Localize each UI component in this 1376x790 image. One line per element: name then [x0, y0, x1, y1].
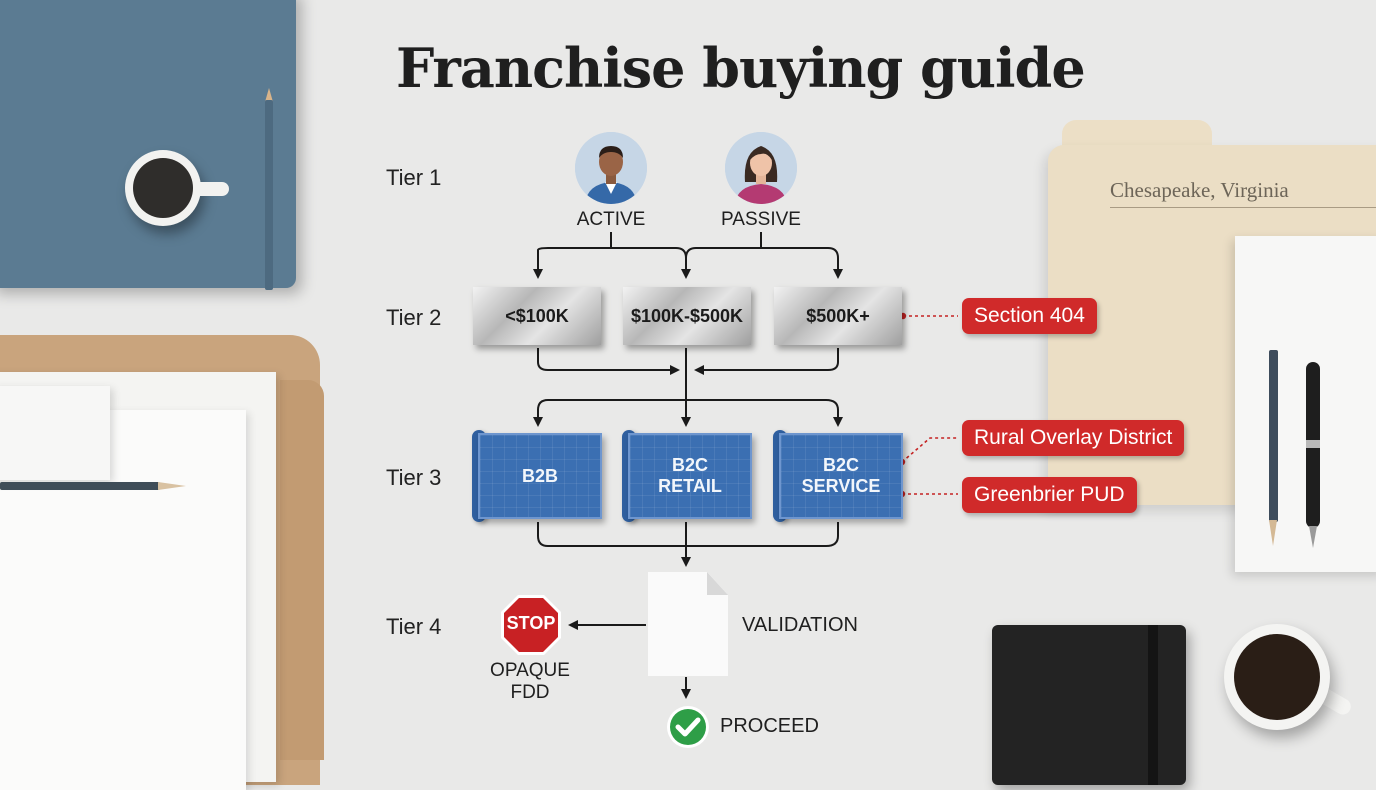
node-100k-500k: $100K-$500K — [623, 287, 751, 345]
pencil-tip — [158, 482, 186, 490]
page-title: Franchise buying guide — [396, 36, 1086, 100]
coffee — [133, 158, 193, 218]
node-b2c-retail: B2C RETAIL — [628, 433, 752, 519]
arrow — [694, 348, 839, 375]
blue-notepad — [0, 0, 296, 288]
woman-avatar-icon — [725, 132, 797, 204]
pencil-tip — [265, 88, 273, 102]
pen-band — [1306, 440, 1320, 448]
connector — [537, 399, 839, 420]
node-passive: PASSIVE — [721, 209, 801, 230]
tier-4-label: Tier 4 — [386, 614, 442, 639]
stop-sign-icon: STOP — [500, 594, 562, 656]
connector — [537, 522, 839, 547]
node-b2b: B2B — [478, 433, 602, 519]
proceed-label: PROCEED — [720, 715, 819, 737]
pencil — [1269, 350, 1278, 522]
tier-1-label: Tier 1 — [386, 165, 442, 190]
annotation-section-404: Section 404 — [962, 298, 1097, 334]
connector — [537, 247, 687, 259]
folder-label-line — [1110, 207, 1376, 208]
arrow — [537, 348, 680, 375]
tier-2-label: Tier 2 — [386, 305, 442, 330]
opaque-fdd-label: OPAQUE FDD — [490, 660, 570, 703]
tier-3-label: Tier 3 — [386, 465, 442, 490]
pen-tip — [1309, 526, 1317, 548]
check-circle-icon — [666, 705, 710, 749]
connector — [685, 247, 839, 259]
node-under-100k: <$100K — [473, 287, 601, 345]
node-b2c-service: B2C SERVICE — [779, 433, 903, 519]
validation-label: VALIDATION — [742, 614, 858, 636]
notebook-band — [1148, 625, 1158, 785]
annotation-leader — [898, 437, 958, 466]
pencil — [0, 482, 160, 490]
folder-label: Chesapeake, Virginia — [1110, 178, 1289, 202]
index-card — [0, 386, 110, 480]
coffee — [1234, 634, 1320, 720]
node-active: ACTIVE — [576, 209, 646, 230]
node-500k-plus: $500K+ — [774, 287, 902, 345]
mug-handle — [195, 182, 229, 196]
notepad-right — [1235, 236, 1376, 572]
flow-connectors — [533, 232, 958, 699]
pencil — [265, 100, 273, 290]
annotation-greenbrier-pud: Greenbrier PUD — [962, 477, 1137, 513]
annotation-rural-overlay: Rural Overlay District — [962, 420, 1185, 456]
pencil-tip — [1269, 520, 1277, 546]
man-avatar-icon — [575, 132, 647, 204]
folder-tab-left — [280, 380, 324, 760]
stop-sign-text: STOP — [506, 613, 556, 633]
